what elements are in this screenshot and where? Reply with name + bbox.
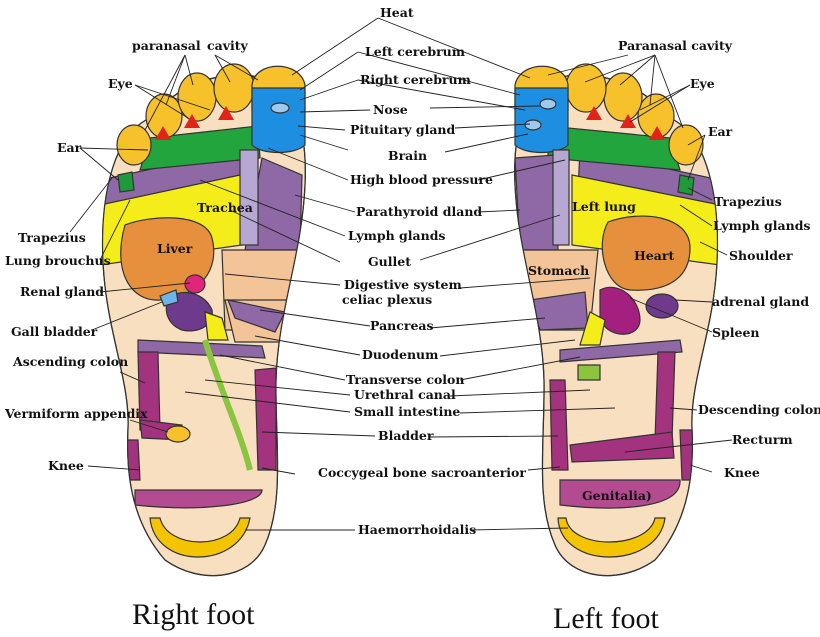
label-lymph-glands-left-foot: Lymph glands (713, 218, 810, 233)
label-trapezius-right-foot: Trapezius (18, 230, 86, 245)
label-ascending-colon: Ascending colon (12, 354, 128, 369)
label-gall-bladder: Gall bladder (11, 324, 98, 339)
label-adrenal-gland: adrenal gland (712, 294, 809, 309)
label-haemorrhoidalis: Haemorrhoidalis (358, 522, 476, 537)
label-recturm: Recturm (732, 432, 793, 447)
label-cavity: cavity (207, 38, 248, 53)
label-lung-bronchus: Lung brouchus (5, 253, 111, 268)
label-left-cerebrum: Left cerebrum (365, 44, 465, 59)
label-duodenum: Duodenum (362, 347, 438, 362)
label-knee-left-foot: Knee (724, 465, 760, 480)
label-right-cerebrum: Right cerebrum (360, 72, 471, 87)
label-trachea: Trachea (197, 200, 253, 215)
label-shoulder: Shoulder (729, 248, 793, 263)
leader-lines (69, 17, 733, 531)
label-heart: Heart (634, 248, 674, 263)
label-knee-right-foot: Knee (48, 458, 84, 473)
label-trapezius-left-foot: Trapezius (714, 194, 782, 209)
title-left-foot: Left foot (553, 602, 659, 635)
label-renal-gland: Renal gland (20, 284, 104, 299)
right-foot (101, 63, 306, 577)
label-high-blood-pressure: High blood pressure (350, 172, 493, 187)
label-vermiform-appendix: Vermiform appendix (4, 406, 148, 421)
label-liver: Liver (157, 241, 193, 256)
label-gullet: Gullet (368, 254, 411, 269)
label-ear-left-foot: Ear (708, 124, 733, 139)
label-heat: Heat (380, 5, 414, 20)
label-pancreas: Pancreas (370, 318, 434, 333)
label-pituitary: Pituitary gland (350, 122, 456, 137)
label-small-intestine: Small intestine (354, 404, 460, 419)
label-ear-right-foot: Ear (57, 140, 82, 155)
label-genitalia: Genitalia) (582, 488, 652, 503)
label-brain: Brain (388, 148, 427, 163)
label-paranasal-cavity: Paranasal cavity (618, 38, 733, 53)
label-eye-left-foot: Eye (690, 76, 715, 91)
label-digestive-system: Digestive system (344, 277, 462, 292)
left-foot (514, 63, 719, 577)
label-spleen: Spleen (712, 325, 760, 340)
label-bladder: Bladder (378, 428, 434, 443)
label-eye-right-foot: Eye (108, 76, 133, 91)
label-transverse-colon: Transverse colon (346, 372, 464, 387)
label-stomach: Stomach (528, 263, 589, 278)
label-urethral-canal: Urethral canal (354, 387, 456, 402)
label-parathyroid: Parathyroid dland (356, 204, 482, 219)
label-descending-colon: Descending colon (698, 402, 820, 417)
label-lymph-glands: Lymph glands (348, 228, 445, 243)
label-coccygeal: Coccygeal bone sacroanterior (318, 465, 526, 480)
label-paranasal: paranasal (132, 38, 201, 53)
label-celiac-plexus: celiac plexus (342, 292, 432, 307)
title-right-foot: Right foot (132, 598, 255, 631)
label-nose: Nose (373, 102, 408, 117)
label-left-lung: Left lung (572, 199, 636, 214)
